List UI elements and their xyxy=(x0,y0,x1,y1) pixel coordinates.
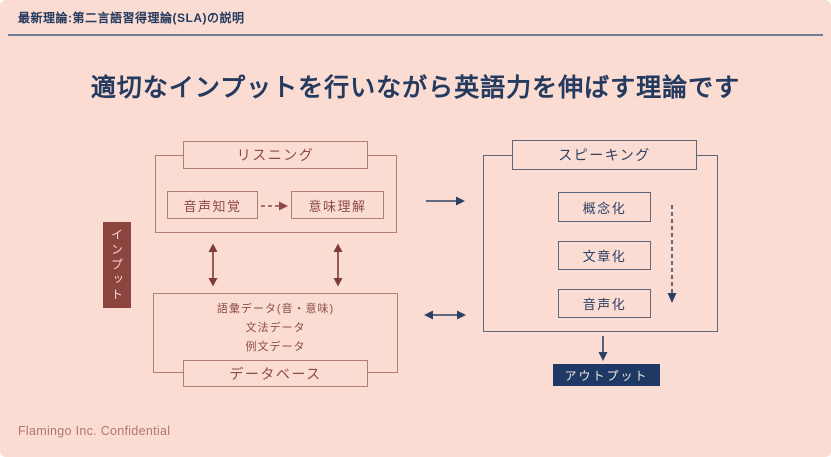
dashed-arrow-speech-to-meaning-icon xyxy=(261,201,288,211)
formulation-box: 文章化 xyxy=(558,241,651,270)
listening-box: リスニング xyxy=(183,141,368,169)
articulation-box: 音声化 xyxy=(558,289,651,318)
speaking-box: スピーキング xyxy=(512,140,697,170)
header-divider xyxy=(8,34,823,36)
arrow-listening-to-speaking-icon xyxy=(426,196,465,206)
database-item-vocabulary: 語彙データ(音・意味) xyxy=(216,303,335,315)
speech-perception-box: 音声知覚 xyxy=(167,191,258,219)
output-box: アウトプット xyxy=(553,364,660,386)
slide-title: 適切なインプットを行いながら英語力を伸ばす理論です xyxy=(90,74,741,102)
double-arrow-listening-database-right-icon xyxy=(333,243,343,287)
meaning-comprehension-box: 意味理解 xyxy=(291,191,384,219)
input-label-tag: インプット xyxy=(103,222,131,308)
double-arrow-database-to-speaking-icon xyxy=(424,310,466,320)
double-arrow-listening-database-left-icon xyxy=(208,243,218,287)
dashed-arrow-conceptual-to-articulation-icon xyxy=(667,205,677,303)
database-box: データベース xyxy=(183,360,368,387)
conceptualization-box: 概念化 xyxy=(558,192,651,222)
footer-confidential: Flamingo Inc. Confidential xyxy=(18,424,171,438)
arrow-speaking-to-output-icon xyxy=(598,336,608,361)
header-title: 最新理論:第二言語習得理論(SLA)の説明 xyxy=(18,11,245,25)
database-item-examples: 例文データ xyxy=(245,341,306,353)
database-item-grammar: 文法データ xyxy=(245,322,306,334)
